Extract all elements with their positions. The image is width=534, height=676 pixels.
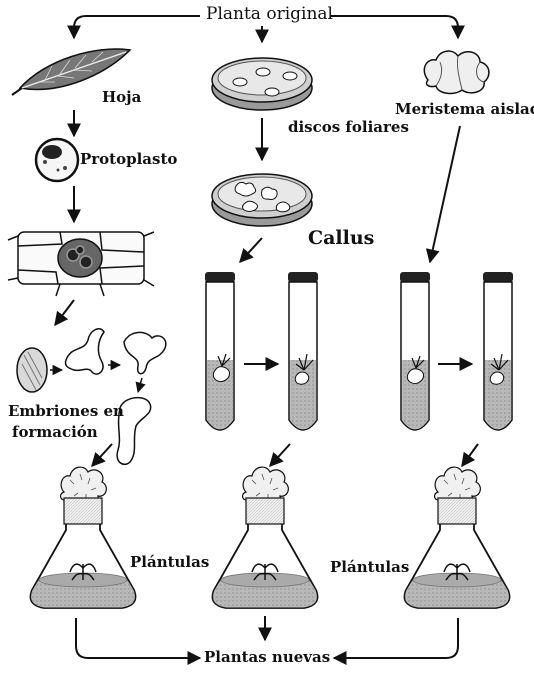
petri-dish-callus (212, 174, 312, 226)
arrow-embryos-to-flask (92, 444, 112, 466)
embryos-label-line1: Embriones en (8, 404, 124, 419)
flask-left (31, 467, 136, 608)
arrow-to-meristem (330, 16, 458, 38)
arrow-meristem-to-tube (430, 126, 460, 262)
petri-dish-discs (212, 58, 312, 110)
top-label: Planta original (206, 6, 333, 23)
callus-label: Callus (308, 229, 374, 248)
protoplast-label: Protoplasto (80, 152, 177, 167)
embryo-torpedo (124, 332, 166, 373)
leaf-label: Hoja (102, 90, 141, 105)
test-tube-right-1 (400, 272, 430, 430)
embryo-sequence (17, 329, 166, 465)
arrow-right-flask-to-plants (334, 618, 458, 658)
meristem-label: Meristema aislado (395, 102, 534, 117)
arrow-right-tube-to-flask (462, 444, 478, 466)
protoplast-illustration (36, 139, 78, 181)
arrow-callus-to-tube (240, 238, 262, 262)
flask-center (213, 467, 318, 608)
embryo-heart (65, 329, 104, 374)
meristem-illustration (424, 51, 489, 93)
flask-right (405, 467, 510, 608)
plantlets-label-left: Plántulas (130, 555, 209, 570)
plantlets-label-right: Plántulas (330, 560, 409, 575)
embryos-label-line2: formación (12, 425, 98, 440)
test-tube-center-2 (288, 272, 318, 430)
arrow-to-leaf (74, 16, 200, 38)
arrow-left-flask-to-plants (76, 618, 200, 658)
cell-division-illustration (8, 232, 154, 296)
arrow-cells-to-embryos (55, 300, 74, 325)
bottom-label: Plantas nuevas (204, 650, 330, 665)
test-tube-right-2 (483, 272, 513, 430)
test-tube-center-1 (205, 272, 235, 430)
arrow-center-tube-to-flask (270, 444, 290, 466)
discs-label: discos foliares (288, 120, 409, 135)
